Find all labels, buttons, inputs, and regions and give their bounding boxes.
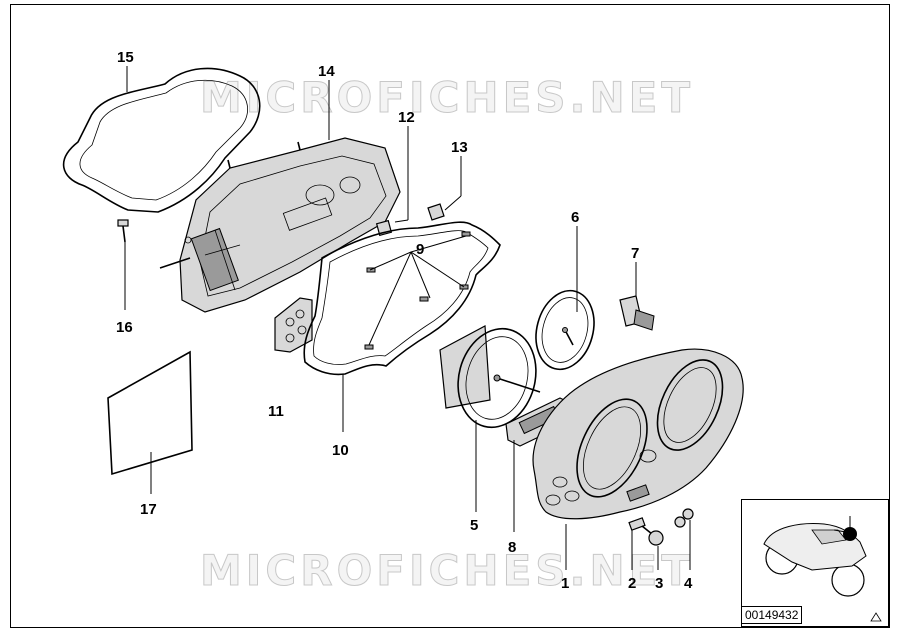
part-16-screw — [117, 219, 129, 243]
callout-15: 15 — [117, 49, 134, 66]
part-4-screws — [674, 508, 694, 528]
callout-9: 9 — [416, 241, 424, 258]
watermark-bottom: MICROFICHES.NET — [200, 546, 694, 595]
callout-14: 14 — [318, 63, 335, 80]
callout-11: 11 — [268, 403, 284, 420]
triangle-icon — [870, 612, 882, 622]
part-10-gasket-inner — [313, 230, 489, 365]
callout-12: 12 — [398, 109, 415, 126]
callout-2: 2 — [628, 575, 636, 592]
part-13-cap — [427, 203, 445, 221]
callout-3: 3 — [655, 575, 663, 592]
callout-1: 1 — [561, 575, 569, 592]
callout-6: 6 — [571, 209, 579, 226]
part-3-cap — [648, 530, 664, 546]
callout-7: 7 — [631, 245, 639, 262]
part-15-seal-inner — [79, 79, 248, 201]
part-17-label — [107, 350, 193, 476]
leader-lines — [124, 66, 691, 570]
part-5-speedometer — [439, 325, 541, 429]
watermark-top: MICROFICHES.NET — [200, 73, 694, 122]
reference-thumbnail — [741, 499, 889, 627]
callout-4: 4 — [684, 575, 693, 592]
callout-5: 5 — [470, 517, 478, 534]
diagram-frame — [10, 4, 890, 628]
motorcycle-icon — [763, 516, 867, 597]
part-7-connector — [619, 295, 655, 331]
part-2-bulb — [628, 517, 653, 535]
callout-17: 17 — [140, 501, 157, 518]
document-number: 00149432 — [741, 606, 803, 624]
callout-10: 10 — [332, 442, 349, 459]
part-11-pad — [274, 297, 313, 353]
part-10-gasket — [303, 221, 501, 376]
callout-16: 16 — [116, 319, 133, 336]
part-6-tachometer — [535, 289, 595, 371]
callout-8: 8 — [508, 539, 516, 556]
callout-13: 13 — [451, 139, 468, 156]
part-1-instrument-cover — [532, 348, 744, 520]
part-14-housing — [159, 137, 401, 313]
part-15-seal-frame — [62, 67, 261, 213]
